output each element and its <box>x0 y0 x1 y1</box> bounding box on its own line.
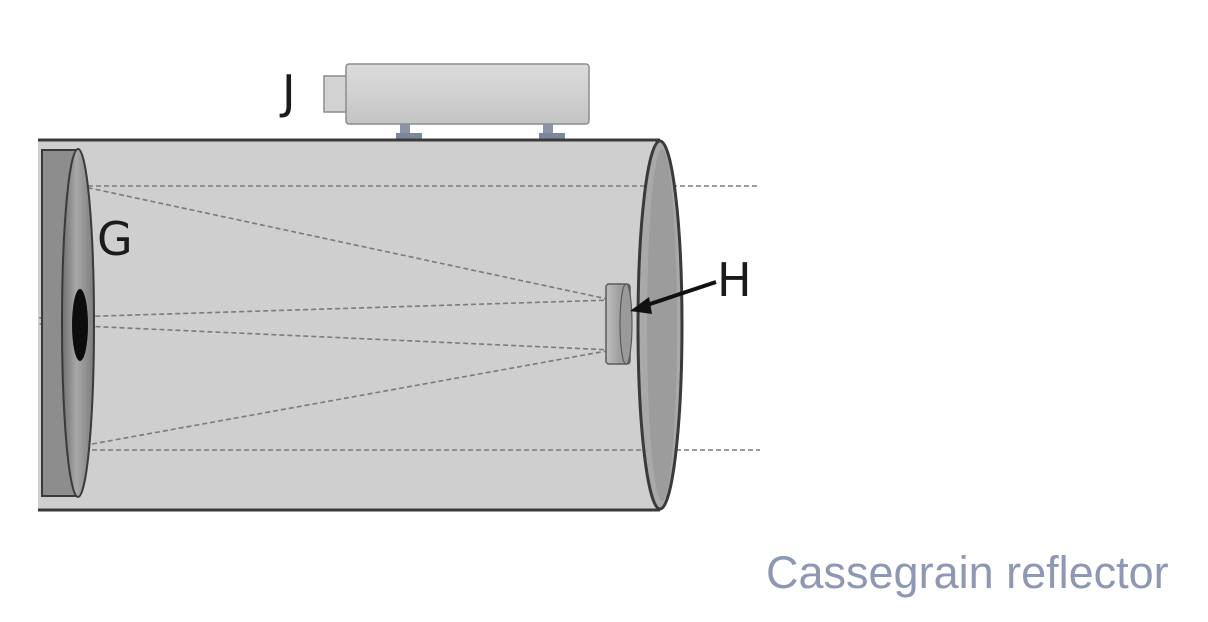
finder-mount-right-foot <box>539 133 565 141</box>
finder-mount-left <box>400 120 410 138</box>
arrow-shaft <box>643 280 717 308</box>
label-finder-scope: J <box>279 65 296 119</box>
secondary-mirror <box>605 283 633 365</box>
ray-reflected-bottom <box>91 349 613 445</box>
primary-mirror-hole <box>72 289 88 361</box>
finder-mount-left-foot <box>396 133 422 141</box>
label-secondary-mirror: H <box>717 253 752 307</box>
diagram-caption: Cassegrain reflector <box>766 547 1169 598</box>
finder-tube <box>345 63 590 125</box>
arrow-head <box>630 297 652 314</box>
pointer-arrow-h <box>630 280 717 314</box>
secondary-mirror-face <box>619 283 633 365</box>
tube-body <box>38 140 678 510</box>
tube-aperture <box>636 139 684 511</box>
ray-reflected-top <box>79 185 613 301</box>
primary-mirror <box>41 148 95 498</box>
finder-mount-right <box>543 120 553 138</box>
label-primary-mirror: G <box>97 212 133 266</box>
aperture-inner <box>647 149 677 501</box>
finder-scope <box>323 63 590 141</box>
telescope-tube <box>38 138 678 512</box>
finder-eyepiece <box>323 75 349 113</box>
